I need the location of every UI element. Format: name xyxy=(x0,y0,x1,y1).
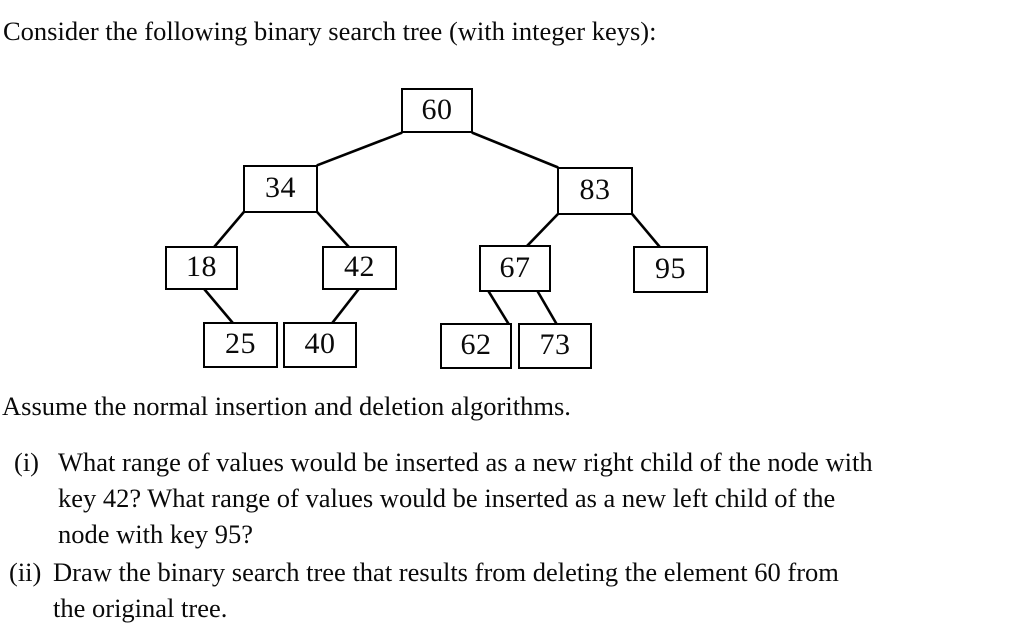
tree-node-label: 67 xyxy=(499,250,531,284)
assume-text: Assume the normal insertion and deletion… xyxy=(2,391,571,421)
tree-node-34: 34 xyxy=(243,165,318,213)
tree-edge-60-34 xyxy=(316,131,403,167)
question-item-ii: (ii) Draw the binary search tree that re… xyxy=(9,554,1022,626)
tree-node-42: 42 xyxy=(322,246,397,290)
tree-node-62: 62 xyxy=(440,323,512,369)
tree-node-label: 18 xyxy=(186,250,217,283)
tree-node-60: 60 xyxy=(401,88,473,133)
tree-edge-18-25 xyxy=(203,288,234,324)
tree-edge-34-18 xyxy=(213,211,245,248)
tree-node-label: 95 xyxy=(655,251,686,285)
tree-node-label: 34 xyxy=(265,171,296,204)
question-marker-ii: (ii) xyxy=(9,557,42,587)
tree-node-67: 67 xyxy=(479,245,551,292)
tree-node-18: 18 xyxy=(165,246,238,290)
tree-node-25: 25 xyxy=(203,322,278,368)
question-marker-i: (i) xyxy=(14,447,40,477)
question-ii-line-1: Draw the binary search tree that results… xyxy=(53,557,839,587)
question-i-line-2: key 42? What range of values would be in… xyxy=(58,483,836,513)
tree-edge-60-83 xyxy=(471,131,559,169)
intro-text: Consider the following binary search tre… xyxy=(3,16,657,46)
question-body-ii: Draw the binary search tree that results… xyxy=(53,554,1022,626)
tree-node-40: 40 xyxy=(283,322,357,368)
question-ii-line-2: the original tree. xyxy=(53,593,228,623)
tree-node-label: 83 xyxy=(579,173,611,206)
tree-edge-67-62 xyxy=(487,290,510,325)
tree-edge-34-42 xyxy=(316,211,350,248)
tree-node-95: 95 xyxy=(633,246,708,293)
question-i-line-1: What range of values would be inserted a… xyxy=(58,447,873,477)
tree-edge-67-73 xyxy=(536,290,558,325)
tree-edge-83-67 xyxy=(526,213,559,247)
tree-node-label: 42 xyxy=(344,250,375,283)
tree-edge-42-40 xyxy=(331,288,360,324)
tree-node-label: 73 xyxy=(539,328,571,361)
question-item-i: (i) What range of values would be insert… xyxy=(14,444,1022,552)
tree-node-label: 25 xyxy=(225,327,256,360)
question-body-i: What range of values would be inserted a… xyxy=(58,444,1022,552)
tree-node-73: 73 xyxy=(518,323,592,369)
question-i-line-3: node with key 95? xyxy=(58,519,254,549)
tree-node-label: 60 xyxy=(421,92,453,126)
tree-node-83: 83 xyxy=(557,167,633,215)
tree-node-label: 40 xyxy=(304,327,336,360)
tree-edge-83-95 xyxy=(631,213,661,248)
tree-node-label: 62 xyxy=(460,328,492,361)
